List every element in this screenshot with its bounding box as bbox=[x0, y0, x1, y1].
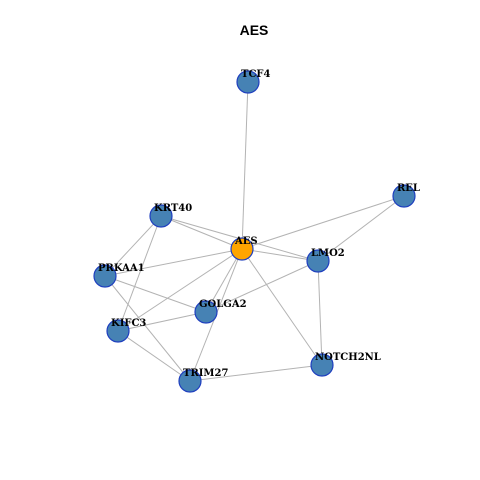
edge-aes-golga2 bbox=[205, 248, 243, 313]
node-notch2nl[interactable] bbox=[310, 353, 334, 377]
node-label-lmo2: LMO2 bbox=[311, 248, 345, 259]
node-label-aes: AES bbox=[234, 236, 258, 247]
node-golga2[interactable] bbox=[194, 300, 218, 324]
node-label-golga2: GOLGA2 bbox=[199, 299, 247, 310]
node-rel[interactable] bbox=[392, 184, 416, 208]
node-kifc3[interactable] bbox=[106, 319, 130, 343]
node-label-trim27: TRIM27 bbox=[183, 368, 228, 379]
edge-aes-rel bbox=[241, 195, 405, 250]
edge-prkaa1-trim27 bbox=[104, 275, 191, 382]
node-lmo2[interactable] bbox=[306, 249, 330, 273]
edge-prkaa1-golga2 bbox=[104, 275, 207, 313]
node-trim27[interactable] bbox=[178, 369, 202, 393]
edge-rel-lmo2 bbox=[317, 195, 405, 262]
edge-aes-prkaa1 bbox=[104, 248, 243, 277]
node-tcf4[interactable] bbox=[236, 70, 260, 94]
node-label-krt40: KRT40 bbox=[154, 203, 192, 214]
edge-golga2-lmo2 bbox=[205, 260, 319, 313]
edge-aes-lmo2 bbox=[241, 248, 319, 262]
edge-kifc3-trim27 bbox=[117, 330, 191, 382]
node-label-rel: REL bbox=[397, 183, 420, 194]
edge-layer bbox=[104, 81, 405, 382]
diagram-title: AES bbox=[240, 22, 269, 38]
edge-aes-notch2nl bbox=[241, 248, 323, 366]
node-aes[interactable] bbox=[230, 237, 254, 261]
edge-kifc3-golga2 bbox=[117, 311, 207, 332]
edge-trim27-notch2nl bbox=[189, 364, 323, 382]
node-label-prkaa1: PRKAA1 bbox=[98, 263, 145, 274]
edge-aes-krt40 bbox=[160, 215, 243, 250]
node-label-notch2nl: NOTCH2NL bbox=[315, 352, 381, 363]
node-label-tcf4: TCF4 bbox=[241, 69, 271, 80]
node-krt40[interactable] bbox=[149, 204, 173, 228]
edge-krt40-prkaa1 bbox=[104, 215, 162, 277]
edge-aes-tcf4 bbox=[241, 81, 249, 250]
node-label-kifc3: KIFC3 bbox=[111, 318, 146, 329]
edge-krt40-kifc3 bbox=[117, 215, 162, 332]
node-layer bbox=[93, 70, 416, 393]
node-prkaa1[interactable] bbox=[93, 264, 117, 288]
edge-lmo2-notch2nl bbox=[317, 260, 323, 366]
